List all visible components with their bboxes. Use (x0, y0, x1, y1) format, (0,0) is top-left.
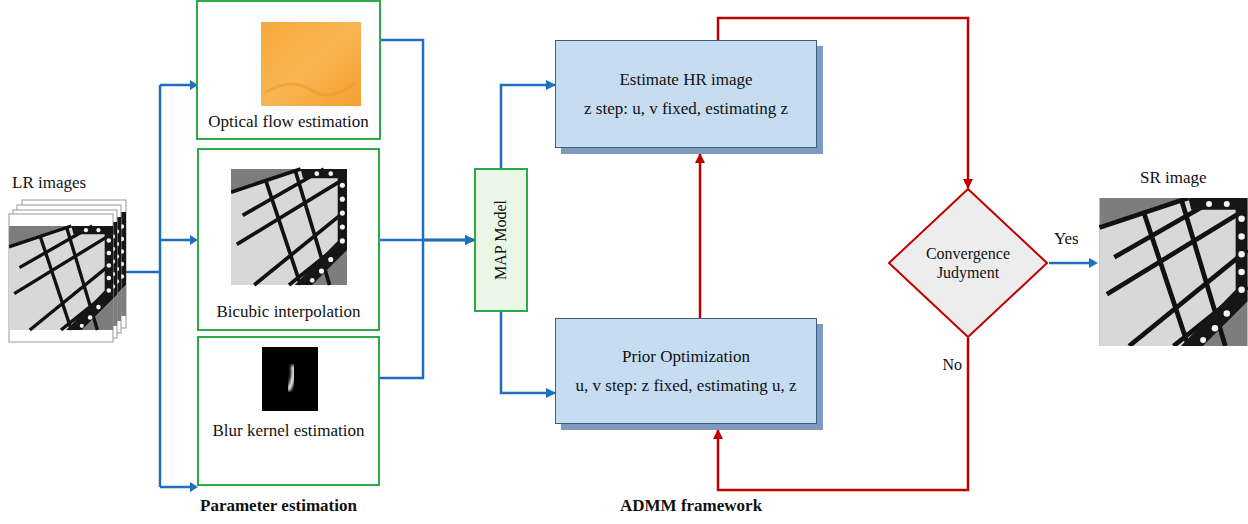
parameter-illustration (261, 22, 361, 106)
node-title: Blur kernel estimation (212, 421, 364, 441)
process-box: Estimate HR image z step: u, v fixed, est… (555, 40, 817, 148)
decision-diamond: Convergence Judyment (888, 188, 1048, 338)
section-title: Parameter estimation (200, 496, 357, 516)
connector (501, 312, 555, 393)
connector (501, 85, 555, 168)
parameter-box: Optical flow estimation (196, 0, 381, 140)
model-box: MAP Model (474, 168, 528, 312)
output-label: SR image (1140, 168, 1207, 188)
parameter-box: Bicubic interpolation (197, 148, 380, 331)
node-title: Convergence Judyment (918, 244, 1018, 282)
parameter-illustration (262, 347, 318, 411)
fan-out-lines (126, 80, 198, 492)
output-arrow (1049, 258, 1098, 268)
sr-image (1100, 198, 1248, 346)
connector (380, 240, 474, 378)
node-title: MAP Model (492, 200, 510, 280)
node-title: Prior Optimization (622, 347, 750, 367)
parameter-box: Blur kernel estimation (197, 336, 380, 486)
section-title: ADMM framework (620, 496, 762, 516)
node-detail: u, v step: z fixed, estimating u, z (576, 376, 797, 396)
node-title: Optical flow estimation (208, 112, 369, 132)
connector (381, 40, 474, 240)
lr-image-stack (9, 200, 126, 342)
node-title: Bicubic interpolation (217, 302, 361, 322)
input-label: LR images (12, 173, 86, 193)
connector (699, 154, 702, 318)
parameter-illustration (231, 160, 347, 294)
branch-label: Yes (1054, 229, 1079, 249)
diamond-outline (888, 188, 1048, 338)
process-box: Prior Optimization u, v step: z fixed, es… (555, 318, 817, 424)
node-detail: z step: u, v fixed, estimating z (584, 99, 788, 119)
branch-label: No (940, 356, 964, 374)
node-title: Estimate HR image (619, 70, 752, 90)
